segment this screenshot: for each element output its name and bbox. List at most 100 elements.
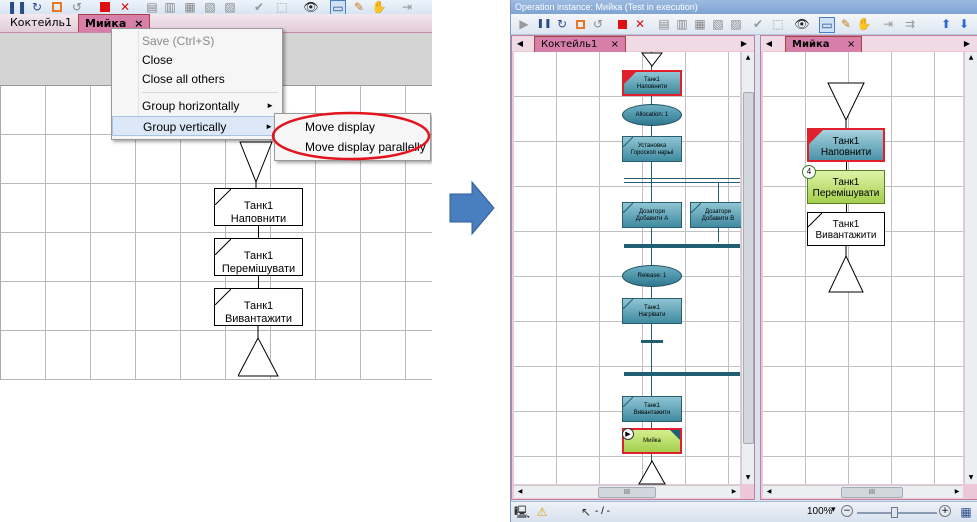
left-pane-hscrollbar[interactable]: ◀ III ▶ (514, 485, 740, 498)
layout-icon-2[interactable]: ▥ (164, 0, 176, 14)
hand-icon[interactable]: ✋ (856, 17, 872, 31)
check-icon[interactable]: ✔ (752, 17, 764, 31)
import-icon[interactable]: ⬇ (958, 17, 970, 31)
flow-step-washing-running[interactable]: ▶ Мийка (622, 428, 682, 454)
tab-scroll-right-icon[interactable]: ▶ (963, 39, 971, 48)
hold-icon[interactable] (573, 17, 587, 31)
layout-icon-2[interactable]: ▥ (676, 17, 688, 31)
tab-scroll-right-icon[interactable]: ▶ (740, 39, 748, 48)
restart-icon[interactable]: ↺ (592, 17, 604, 31)
abort-icon[interactable]: ✕ (634, 17, 646, 31)
step-corner-icon (215, 289, 231, 305)
layout-icon-5[interactable]: ▨ (730, 17, 742, 31)
tab-scroll-left-icon[interactable]: ◀ (516, 39, 524, 48)
scroll-left-icon[interactable]: ◀ (517, 488, 523, 495)
right-pane-vscrollbar[interactable]: ▲ ▼ (964, 52, 977, 484)
step-icon[interactable]: ↻ (556, 17, 568, 31)
tool-icon[interactable]: ✎ (840, 17, 852, 31)
left-toolbar: ❚❚ ↻ ↺ ✕ ▤ ▥ ▦ ▧ ▨ ✔ ⬚ 👁 ▭ ✎ ✋ ⇥ (0, 0, 432, 16)
close-icon[interactable]: × (134, 17, 144, 30)
scroll-up-icon[interactable]: ▲ (745, 54, 751, 61)
menu-save[interactable]: Save (Ctrl+S) (142, 34, 215, 48)
jump-icon[interactable]: ⇥ (401, 0, 413, 14)
flow-step-fill[interactable]: Танк1 Наповнити (807, 128, 885, 162)
flow-release[interactable]: Release: 1 (622, 265, 682, 287)
scroll-down-icon[interactable]: ▼ (968, 474, 974, 481)
layout-icon-1[interactable]: ▤ (658, 17, 670, 31)
zoom-out-icon[interactable]: − (841, 505, 853, 517)
flow-step-mix-running[interactable]: 4 Танк1 Перемішувати (802, 165, 885, 204)
left-step-unload[interactable]: Танк1 Вивантажити (214, 288, 303, 326)
menu-group-horizontally-label: Group horizontally (142, 99, 240, 113)
flow-step-unload[interactable]: Танк1 Вивантажити (807, 212, 885, 246)
scroll-right-icon[interactable]: ▶ (954, 488, 960, 495)
computer-icon[interactable]: 🖳 (514, 505, 531, 519)
eye-icon[interactable]: 👁 (303, 0, 319, 14)
restart-icon[interactable]: ↺ (71, 0, 83, 14)
close-icon[interactable]: × (610, 39, 619, 50)
left-pane-vscrollbar[interactable]: ▲ ▼ (741, 52, 754, 484)
layout-icon-4[interactable]: ▧ (712, 17, 724, 31)
layout-icon-3[interactable]: ▦ (184, 0, 196, 14)
select-area-icon[interactable]: ⬚ (772, 17, 784, 31)
tab-miyka[interactable]: Мийка × (785, 36, 863, 52)
scroll-left-icon[interactable]: ◀ (766, 488, 772, 495)
warning-icon[interactable]: ⚠ (536, 505, 548, 519)
tab-kokteil1[interactable]: Коктейль1 (10, 16, 73, 29)
eye-icon[interactable]: 👁 (794, 17, 810, 31)
stop-icon[interactable] (98, 0, 112, 14)
layout-icon-3[interactable]: ▦ (694, 17, 706, 31)
menu-group-horizontally[interactable]: Group horizontally ► (112, 96, 282, 116)
zoom-level[interactable]: 100% (807, 506, 833, 517)
layout-icon-1[interactable]: ▤ (146, 0, 158, 14)
pause-icon[interactable]: ❚❚ (536, 19, 552, 29)
layout-icon-5[interactable]: ▨ (224, 0, 236, 14)
scroll-right-icon[interactable]: ▶ (731, 488, 737, 495)
select-area-icon[interactable]: ⬚ (276, 0, 288, 14)
zoom-dropdown-icon[interactable]: ▾ (831, 505, 836, 515)
left-step-fill[interactable]: Танк1 Наповнити (214, 188, 303, 226)
close-icon[interactable]: × (846, 39, 856, 50)
zoom-slider-thumb[interactable] (891, 507, 898, 518)
export-icon[interactable]: ⇉ (904, 17, 916, 31)
hscroll-thumb[interactable]: III (598, 487, 656, 498)
left-step-mix[interactable]: Танк1 Перемішувати (214, 238, 303, 276)
step-icon[interactable]: ↻ (31, 0, 43, 14)
scroll-up-icon[interactable]: ▲ (968, 54, 974, 61)
hold-icon[interactable] (50, 0, 64, 14)
hscroll-thumb[interactable]: III (841, 487, 903, 498)
zoom-slider[interactable] (857, 507, 937, 518)
jump-icon[interactable]: ⇥ (882, 17, 894, 31)
tab-miyka[interactable]: Мийка × (78, 14, 151, 32)
tab-scroll-left-icon[interactable]: ◀ (765, 39, 773, 48)
tab-kokteil1[interactable]: Коктейль1 × (534, 36, 626, 52)
menu-move-display[interactable]: Move display (305, 120, 376, 134)
scroll-down-icon[interactable]: ▼ (745, 474, 751, 481)
hand-icon[interactable]: ✋ (371, 0, 387, 14)
fit-view-icon[interactable]: ▦ (960, 505, 972, 519)
right-pane-hscrollbar[interactable]: ◀ III ▶ (763, 485, 963, 498)
monitor-icon[interactable]: ▭ (819, 17, 835, 33)
layout-icon-4[interactable]: ▧ (204, 0, 216, 14)
pause-icon[interactable]: ❚❚ (6, 0, 28, 14)
menu-group-vertically[interactable]: Group vertically ► (112, 116, 282, 136)
stop-icon[interactable] (615, 17, 629, 31)
zoom-in-icon[interactable]: + (939, 505, 951, 517)
menu-close[interactable]: Close (142, 53, 173, 67)
menu-move-display-parallelly[interactable]: Move display parallelly (305, 140, 426, 154)
flow-allocation[interactable]: Allocation: 1 (622, 104, 682, 126)
check-icon[interactable]: ✔ (253, 0, 265, 14)
abort-icon[interactable]: ✕ (119, 0, 131, 14)
menu-close-all-others[interactable]: Close all others (142, 72, 225, 86)
vscroll-thumb[interactable] (743, 92, 754, 444)
play-icon[interactable]: ▶ (519, 17, 529, 31)
tool-icon[interactable]: ✎ (353, 0, 365, 14)
left-screenshot: ❚❚ ↻ ↺ ✕ ▤ ▥ ▦ ▧ ▨ ✔ ⬚ 👁 ▭ ✎ ✋ ⇥ Коктейл… (0, 0, 432, 380)
upload-icon[interactable]: ⬆ (940, 17, 952, 31)
